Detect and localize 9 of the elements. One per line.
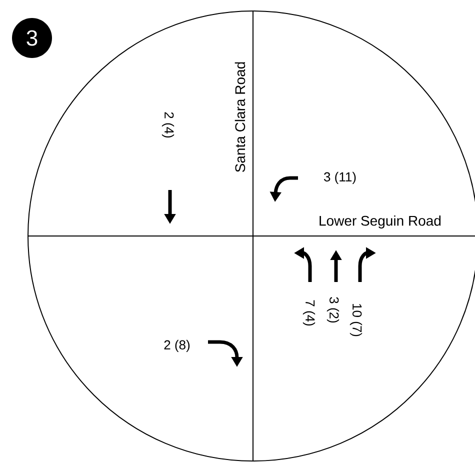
- road-name: Lower Seguin Road: [320, 215, 441, 229]
- volume-label: 3 (2): [326, 297, 340, 323]
- volume-label: 3 (11): [324, 172, 356, 184]
- volume-label: 10 (7): [350, 304, 362, 336]
- volume-label: 2 (8): [164, 340, 190, 352]
- road-name: Santa Clara Road: [234, 62, 246, 172]
- volume-label: 2 (4): [162, 112, 174, 138]
- volume-label: 7 (4): [302, 300, 316, 326]
- number-badge: 3: [12, 18, 52, 58]
